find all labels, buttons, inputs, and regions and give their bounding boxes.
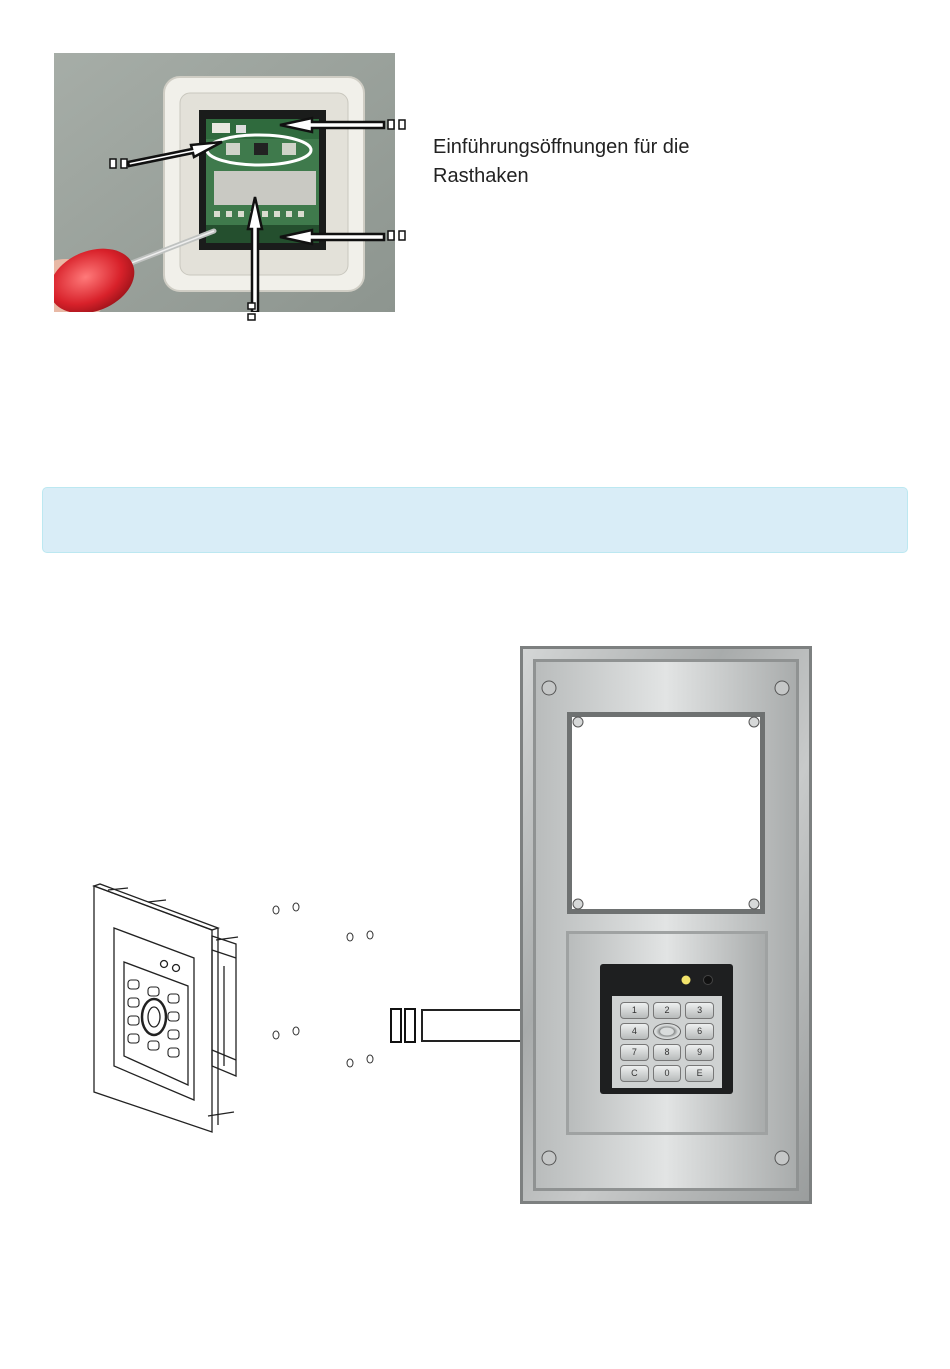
key-1[interactable]: 1 — [620, 1002, 649, 1019]
key-center-sensor[interactable] — [653, 1023, 682, 1040]
keypad-module-drawing — [88, 880, 398, 1145]
photo-illustration — [54, 53, 395, 312]
callout-marker-bottom — [246, 302, 258, 324]
panel-illustration — [520, 646, 812, 1204]
info-notice-box — [42, 487, 908, 553]
key-3[interactable]: 3 — [685, 1002, 714, 1019]
callout-marker-left — [109, 158, 131, 170]
callout-marker-right-top — [387, 119, 409, 131]
key-6[interactable]: 6 — [685, 1023, 714, 1040]
key-7[interactable]: 7 — [620, 1044, 649, 1061]
installation-photo — [54, 53, 395, 312]
key-c[interactable]: C — [620, 1065, 649, 1082]
callout-marker-right-bottom — [387, 230, 409, 242]
key-2[interactable]: 2 — [653, 1002, 682, 1019]
caption-line-2: Rasthaken — [433, 162, 763, 191]
key-4[interactable]: 4 — [620, 1023, 649, 1040]
key-8[interactable]: 8 — [653, 1044, 682, 1061]
module-line-art — [88, 880, 398, 1145]
key-0[interactable]: 0 — [653, 1065, 682, 1082]
key-e[interactable]: E — [685, 1065, 714, 1082]
door-station-panel — [520, 646, 812, 1204]
panel-keypad: 1 2 3 4 6 7 8 9 C 0 E — [612, 996, 722, 1088]
caption-line-1: Einführungsöffnungen für die — [433, 133, 763, 162]
photo-caption: Einführungsöffnungen für die Rasthaken — [433, 133, 763, 191]
key-9[interactable]: 9 — [685, 1044, 714, 1061]
